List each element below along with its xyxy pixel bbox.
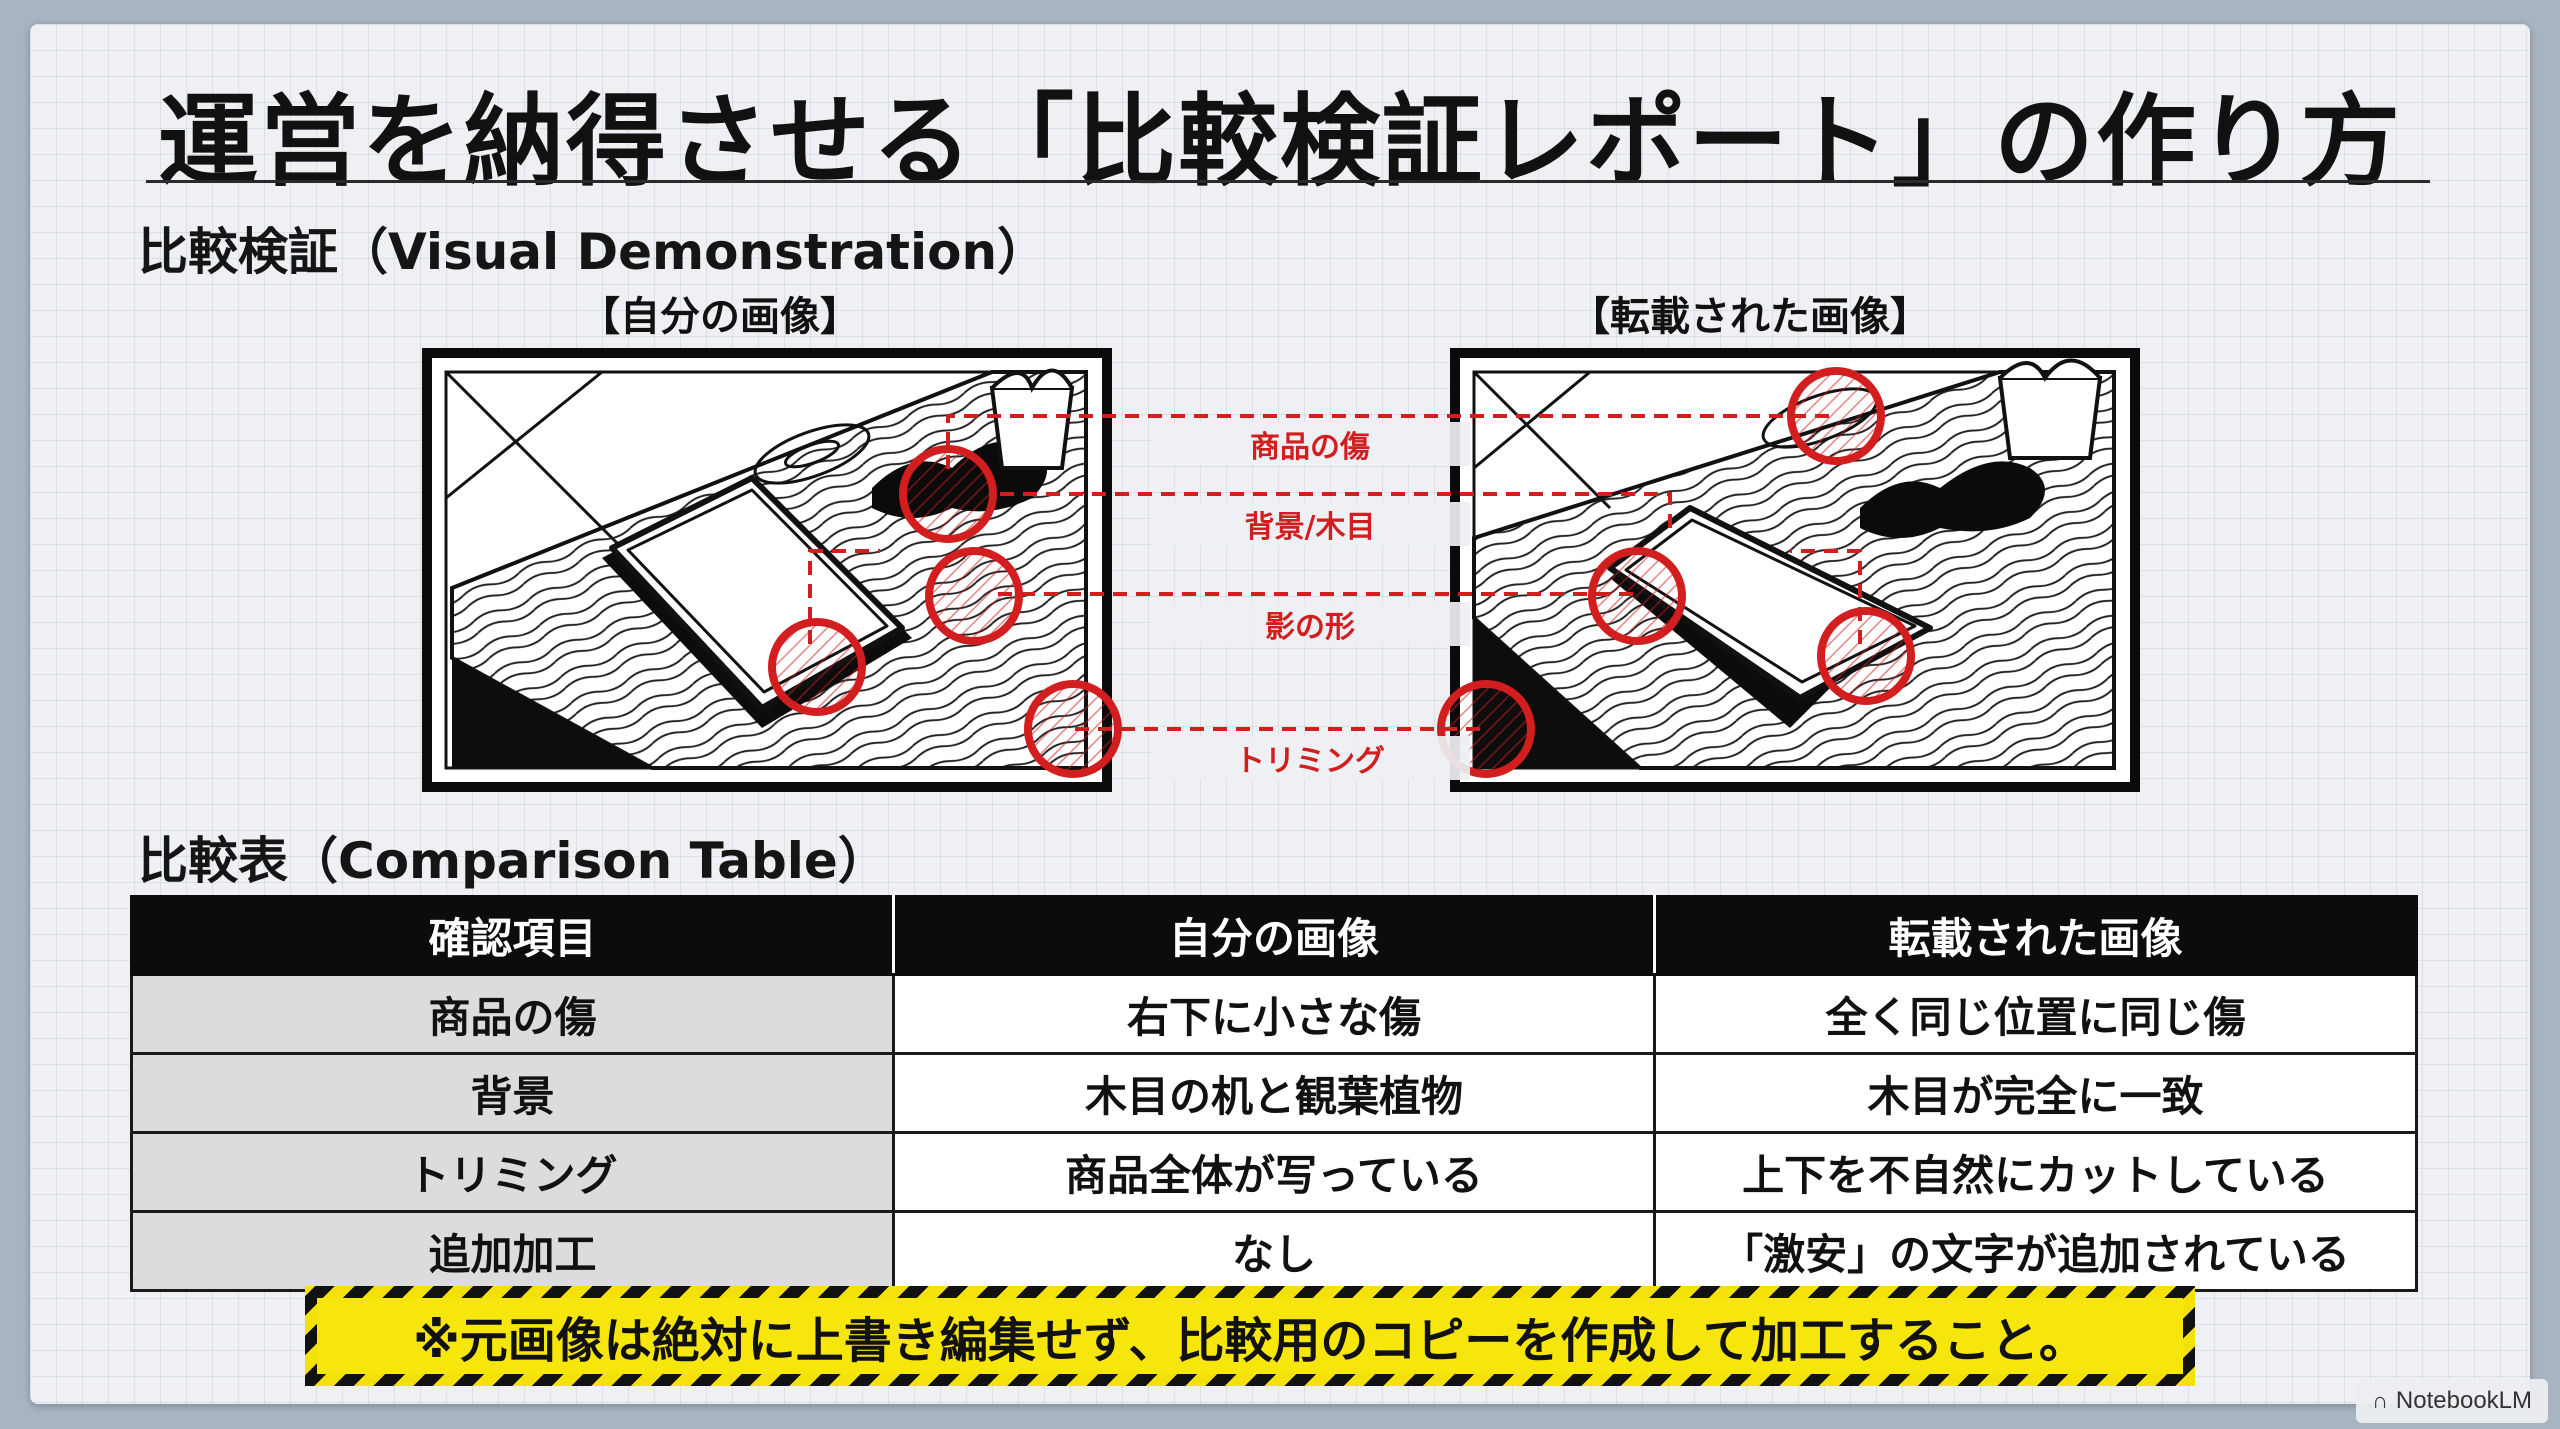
table-cell: 木目の机と観葉植物 [891, 1052, 1656, 1134]
title-divider [146, 180, 2430, 183]
left-image-caption: 【自分の画像】 [580, 294, 860, 340]
label-product-scratch: 商品の傷 [1150, 422, 1470, 466]
row-header-cell: 背景 [130, 1052, 895, 1134]
table-row: 商品の傷 右下に小さな傷 全く同じ位置に同じ傷 [130, 973, 2419, 1055]
reposted-image [1450, 348, 2140, 792]
own-image [422, 348, 1112, 792]
label-background-wood: 背景/木目 [1150, 502, 1470, 546]
visual-section-heading: 比較検証（Visual Demonstration） [138, 223, 1048, 281]
notebooklm-watermark: ∩ NotebookLM [2356, 1379, 2548, 1423]
slide: 運営を納得させる「比較検証レポート」の作り方 比較検証（Visual Demon… [30, 24, 2530, 1404]
table-row: 背景 木目の机と観葉植物 木目が完全に一致 [130, 1052, 2419, 1134]
column-header: 転載された画像 [1652, 895, 2419, 976]
column-header: 自分の画像 [891, 895, 1656, 976]
comparison-table: 確認項目 自分の画像 転載された画像 商品の傷 右下に小さな傷 全く同じ位置に同… [130, 895, 2419, 1292]
label-shadow-shape: 影の形 [1150, 602, 1470, 646]
caution-banner: ※元画像は絶対に上書き編集せず、比較用のコピーを作成して加工すること。 [305, 1286, 2195, 1386]
right-image-caption: 【転載された画像】 [1570, 294, 1930, 340]
column-header: 確認項目 [130, 895, 895, 976]
table-cell: 上下を不自然にカットしている [1652, 1131, 2419, 1213]
row-header-cell: 商品の傷 [130, 973, 895, 1055]
table-cell: 商品全体が写っている [891, 1131, 1656, 1213]
caution-text: ※元画像は絶対に上書き編集せず、比較用のコピーを作成して加工すること。 [317, 1298, 2183, 1374]
page-title: 運営を納得させる「比較検証レポート」の作り方 [158, 83, 2402, 200]
table-cell: 右下に小さな傷 [891, 973, 1656, 1055]
table-cell: 「激安」の文字が追加されている [1652, 1210, 2419, 1292]
table-row: 追加加工 なし 「激安」の文字が追加されている [130, 1210, 2419, 1292]
table-cell: 全く同じ位置に同じ傷 [1652, 973, 2419, 1055]
table-cell: なし [891, 1210, 1656, 1292]
table-section-heading: 比較表（Comparison Table） [138, 832, 888, 890]
table-header-row: 確認項目 自分の画像 転載された画像 [130, 895, 2419, 976]
label-trimming: トリミング [1150, 736, 1470, 780]
table-cell: 木目が完全に一致 [1652, 1052, 2419, 1134]
row-header-cell: 追加加工 [130, 1210, 895, 1292]
brand-label: NotebookLM [2395, 1387, 2532, 1414]
notebooklm-logo-icon: ∩ [2372, 1388, 2388, 1413]
table-row: トリミング 商品全体が写っている 上下を不自然にカットしている [130, 1131, 2419, 1213]
row-header-cell: トリミング [130, 1131, 895, 1213]
